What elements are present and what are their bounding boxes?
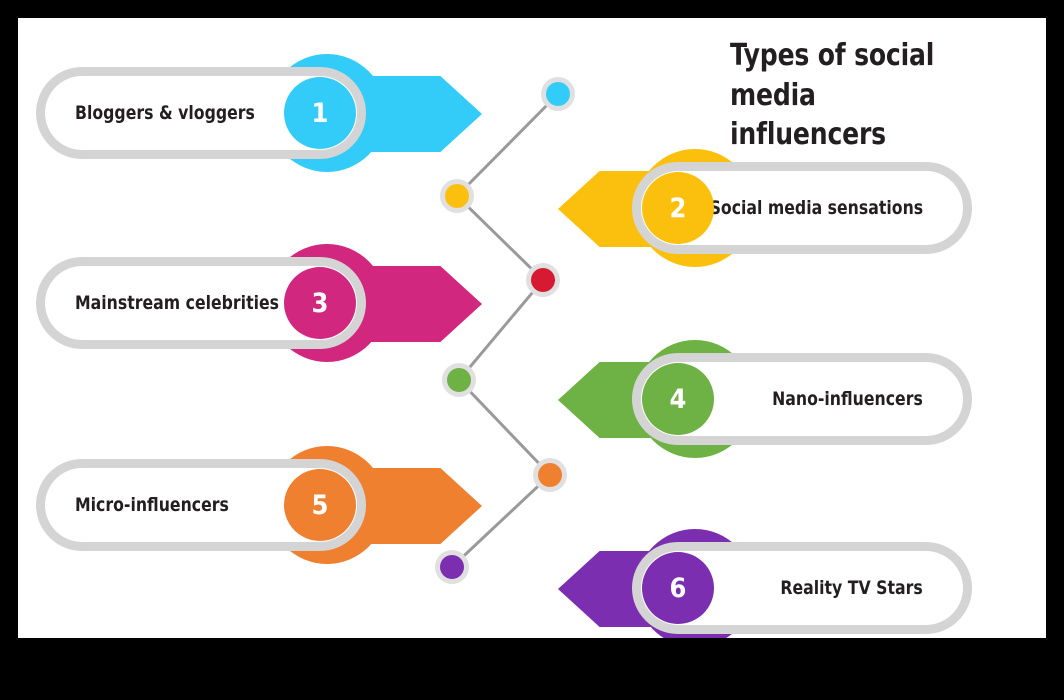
node-green (442, 363, 476, 397)
infographic-canvas: Types of social media influencers Blogge… (18, 18, 1046, 638)
item-1-label: Bloggers & vloggers (75, 102, 255, 124)
node-purple (435, 550, 469, 584)
item-1-number-badge: 1 (284, 77, 356, 149)
item-row-6[interactable]: Reality TV Stars 6 (548, 513, 998, 638)
node-yellow-dot (445, 184, 469, 208)
item-4-number-badge: 4 (642, 363, 714, 435)
item-2-label: Social media sensations (709, 197, 923, 219)
item-4-capsule-inner: Nano-influencers 4 (641, 362, 963, 436)
item-2-number-badge: 2 (642, 172, 714, 244)
item-3-label: Mainstream celebrities (75, 292, 280, 314)
node-red (526, 263, 560, 297)
item-5-label: Micro-influencers (75, 494, 229, 516)
item-5-capsule-inner: Micro-influencers 5 (45, 468, 357, 542)
item-1-capsule-inner: Bloggers & vloggers 1 (45, 76, 357, 150)
item-5-number-badge: 5 (284, 469, 356, 541)
node-purple-dot (440, 555, 464, 579)
item-3-number-badge: 3 (284, 267, 356, 339)
node-orange (533, 458, 567, 492)
node-green-dot (447, 368, 471, 392)
node-cyan (541, 77, 575, 111)
item-6-capsule-inner: Reality TV Stars 6 (641, 551, 963, 625)
item-5-capsule[interactable]: Micro-influencers 5 (36, 459, 366, 551)
item-5-arrow-icon (352, 468, 482, 544)
item-6-number-badge: 6 (642, 552, 714, 624)
node-red-dot (531, 268, 555, 292)
page-title-line-2: influencers (730, 117, 886, 153)
item-4-capsule[interactable]: Nano-influencers 4 (632, 353, 972, 445)
node-orange-dot (538, 463, 562, 487)
page-title: Types of social media influencers (730, 36, 1009, 155)
node-cyan-dot (546, 82, 570, 106)
item-row-4[interactable]: Nano-influencers 4 (548, 324, 998, 474)
item-row-5[interactable]: Micro-influencers 5 (22, 430, 482, 580)
item-1-capsule[interactable]: Bloggers & vloggers 1 (36, 67, 366, 159)
page-title-line-1: Types of social media (730, 38, 935, 113)
item-row-1[interactable]: Bloggers & vloggers 1 (22, 38, 482, 188)
item-3-arrow-icon (352, 266, 482, 342)
item-6-capsule[interactable]: Reality TV Stars 6 (632, 542, 972, 634)
item-6-label: Reality TV Stars (780, 577, 923, 599)
item-1-arrow-icon (352, 76, 482, 152)
item-4-label: Nano-influencers (772, 388, 923, 410)
node-yellow (440, 179, 474, 213)
